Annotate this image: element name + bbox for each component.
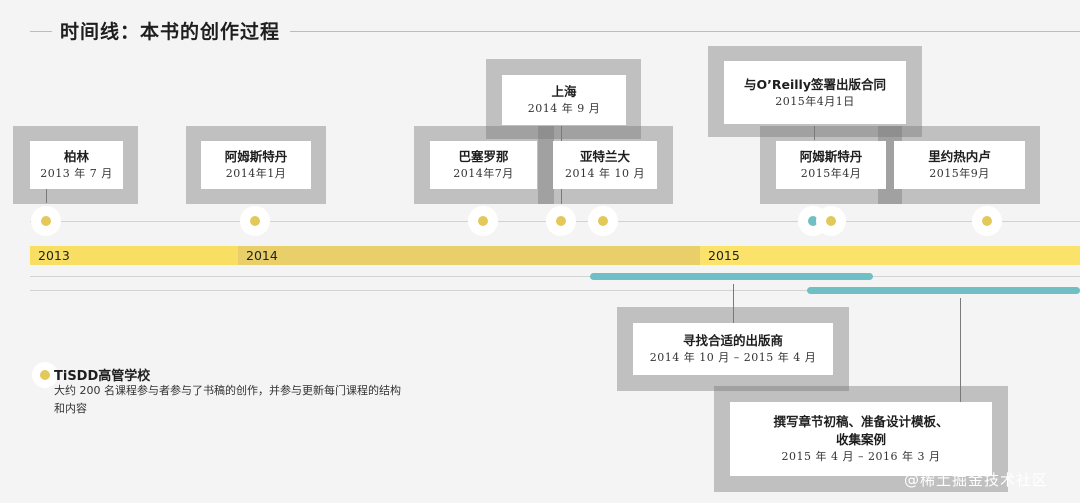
event-dot-shanghai	[546, 206, 576, 236]
period-line-2	[30, 290, 1080, 291]
event-date: 2014 年 10 月	[565, 167, 645, 180]
event-title: 阿姆斯特丹	[224, 149, 288, 164]
event-title: 里约热内卢	[928, 149, 991, 164]
year-label: 2014	[246, 248, 278, 263]
event-tick-berlin	[46, 189, 47, 203]
period-card-writing: 撰写章节初稿、准备设计模板、 收集案例 2015 年 4 月 – 2016 年 …	[730, 402, 992, 476]
year-band-2015: 2015	[700, 246, 1080, 265]
period-title-line2: 收集案例	[835, 432, 886, 447]
event-card-barcelona: 巴塞罗那 2014年7月	[430, 141, 537, 189]
period-line-1	[30, 276, 1080, 277]
event-date: 2014年1月	[225, 167, 287, 180]
event-title: 上海	[551, 84, 577, 99]
event-card-contract: 与O’Reilly签署出版合同 2015年4月1日	[724, 61, 906, 124]
event-date: 2015年4月1日	[775, 94, 855, 108]
page-title: 时间线：本书的创作过程	[60, 21, 281, 43]
event-tick-contract	[814, 126, 815, 140]
event-title: 柏林	[63, 149, 89, 164]
event-date: 2015年9月	[929, 167, 990, 180]
school-dot	[32, 362, 58, 388]
event-card-amsterdam-2015: 阿姆斯特丹 2015年4月	[776, 141, 886, 189]
school-title: TiSDD高管学校	[54, 369, 151, 384]
event-title: 与O’Reilly签署出版合同	[744, 76, 886, 92]
event-card-berlin: 柏林 2013 年 7 月	[30, 141, 123, 189]
event-dot-atlanta	[588, 206, 618, 236]
event-card-atlanta: 亚特兰大 2014 年 10 月	[553, 141, 657, 189]
event-card-shanghai: 上海 2014 年 9 月	[502, 75, 626, 125]
event-date: 2014年7月	[453, 167, 514, 180]
period-title: 寻找合适的出版商	[682, 333, 783, 348]
event-dot-rio	[972, 206, 1002, 236]
event-dot-barcelona	[468, 206, 498, 236]
event-title: 阿姆斯特丹	[799, 149, 863, 164]
event-date: 2015年4月	[800, 167, 862, 180]
period-date: 2015 年 4 月 – 2016 年 3 月	[781, 450, 941, 463]
period-date: 2014 年 10 月 – 2015 年 4 月	[649, 351, 817, 364]
event-title: 亚特兰大	[579, 149, 630, 164]
title-rule-right	[290, 31, 1080, 32]
event-date: 2014 年 9 月	[527, 102, 601, 115]
period-title-line1: 撰写章节初稿、准备设计模板、	[773, 414, 949, 429]
event-date: 2013 年 7 月	[40, 167, 113, 180]
event-card-rio: 里约热内卢 2015年9月	[894, 141, 1025, 189]
period-bar-publisher	[590, 273, 873, 280]
period-tick-publisher	[733, 284, 734, 323]
year-label: 2015	[708, 248, 740, 263]
event-dot-amsterdam-2015	[816, 206, 846, 236]
watermark: @稀土掘金技术社区	[904, 471, 1049, 489]
school-description: 大约 200 名课程参与者参与了书稿的创作，并参与更新每门课程的结构和内容	[54, 384, 401, 415]
year-label: 2013	[38, 248, 70, 263]
period-card-publisher: 寻找合适的出版商 2014 年 10 月 – 2015 年 4 月	[633, 323, 833, 375]
event-dot-amsterdam-2014	[240, 206, 270, 236]
period-bar-writing	[807, 287, 1080, 294]
year-band-2014: 2014	[238, 246, 700, 265]
year-band-2013: 2013	[30, 246, 238, 265]
event-title: 巴塞罗那	[458, 149, 509, 164]
event-dot-berlin	[31, 206, 61, 236]
title-rule-left	[30, 31, 52, 32]
event-card-amsterdam-2014: 阿姆斯特丹 2014年1月	[201, 141, 311, 189]
period-tick-writing	[960, 298, 961, 402]
